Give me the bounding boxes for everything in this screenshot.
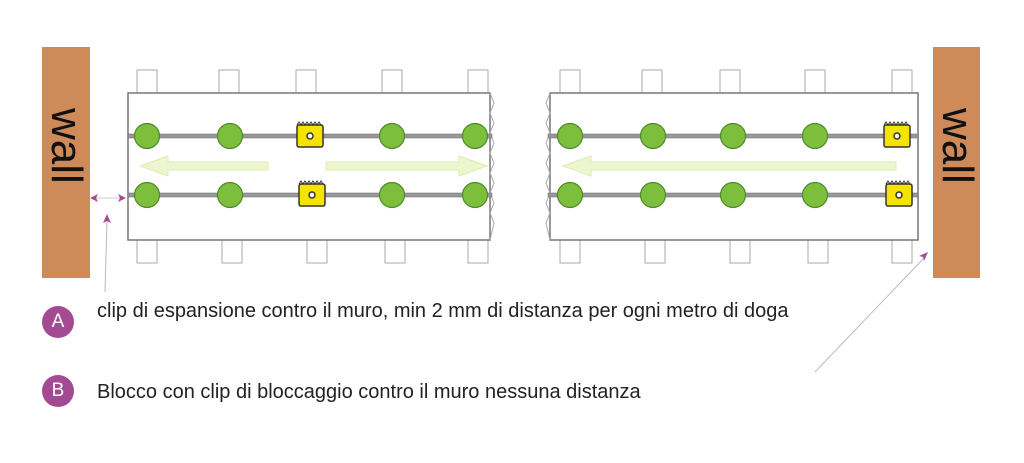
expansion-clip [461, 122, 489, 150]
joist [719, 69, 741, 94]
legend-b-text: Blocco con clip di bloccaggio contro il … [97, 381, 641, 403]
expansion-clip [801, 181, 829, 209]
wall-left [42, 47, 90, 278]
joist [807, 239, 829, 264]
joist [221, 239, 243, 264]
expansion-clip [378, 122, 406, 150]
arrow-right [325, 155, 489, 177]
pointer-line-a [104, 219, 108, 293]
expansion-clip [556, 122, 584, 150]
joist [467, 69, 489, 94]
joist [891, 239, 913, 264]
joist [644, 239, 666, 264]
clip-hole [895, 191, 903, 199]
clip-hole [893, 132, 901, 140]
expansion-clip [461, 181, 489, 209]
joist [729, 239, 751, 264]
joist [384, 239, 406, 264]
badge-a: A [42, 306, 74, 338]
pointer-arrowhead [919, 252, 928, 261]
joist [381, 69, 403, 94]
clip-hole [308, 191, 316, 199]
expansion-clip [719, 122, 747, 150]
joist [306, 239, 328, 264]
joist [467, 239, 489, 264]
arrow-left [138, 155, 269, 177]
expansion-clip [556, 181, 584, 209]
wall-right [933, 47, 980, 278]
expansion-clip [133, 122, 161, 150]
clip-teeth [885, 180, 911, 185]
expansion-clip [216, 122, 244, 150]
badge-b: B [42, 375, 74, 407]
wall-label-left: wall [42, 107, 91, 184]
pointer-arrowhead [103, 214, 111, 223]
joist [136, 239, 158, 264]
expansion-clip [639, 181, 667, 209]
expansion-clip [801, 122, 829, 150]
joist [559, 239, 581, 264]
expansion-clip [216, 181, 244, 209]
joist [559, 69, 581, 94]
clip-hole [306, 132, 314, 140]
break-line [545, 92, 551, 241]
joist [641, 69, 663, 94]
legend-a-text: clip di espansione contro il muro, min 2… [97, 300, 789, 322]
wall-label-right: wall [933, 107, 982, 184]
arrow-left [561, 155, 897, 177]
break-line [489, 92, 495, 241]
clip-teeth [298, 180, 324, 185]
clip-teeth [883, 121, 909, 126]
expansion-clip [378, 181, 406, 209]
joist [891, 69, 913, 94]
expansion-clip [639, 122, 667, 150]
joist [295, 69, 317, 94]
clip-teeth [296, 121, 322, 126]
expansion-clip [719, 181, 747, 209]
expansion-clip [133, 181, 161, 209]
pointer-line-b [814, 257, 925, 373]
joist [218, 69, 240, 94]
joist [804, 69, 826, 94]
joist [136, 69, 158, 94]
